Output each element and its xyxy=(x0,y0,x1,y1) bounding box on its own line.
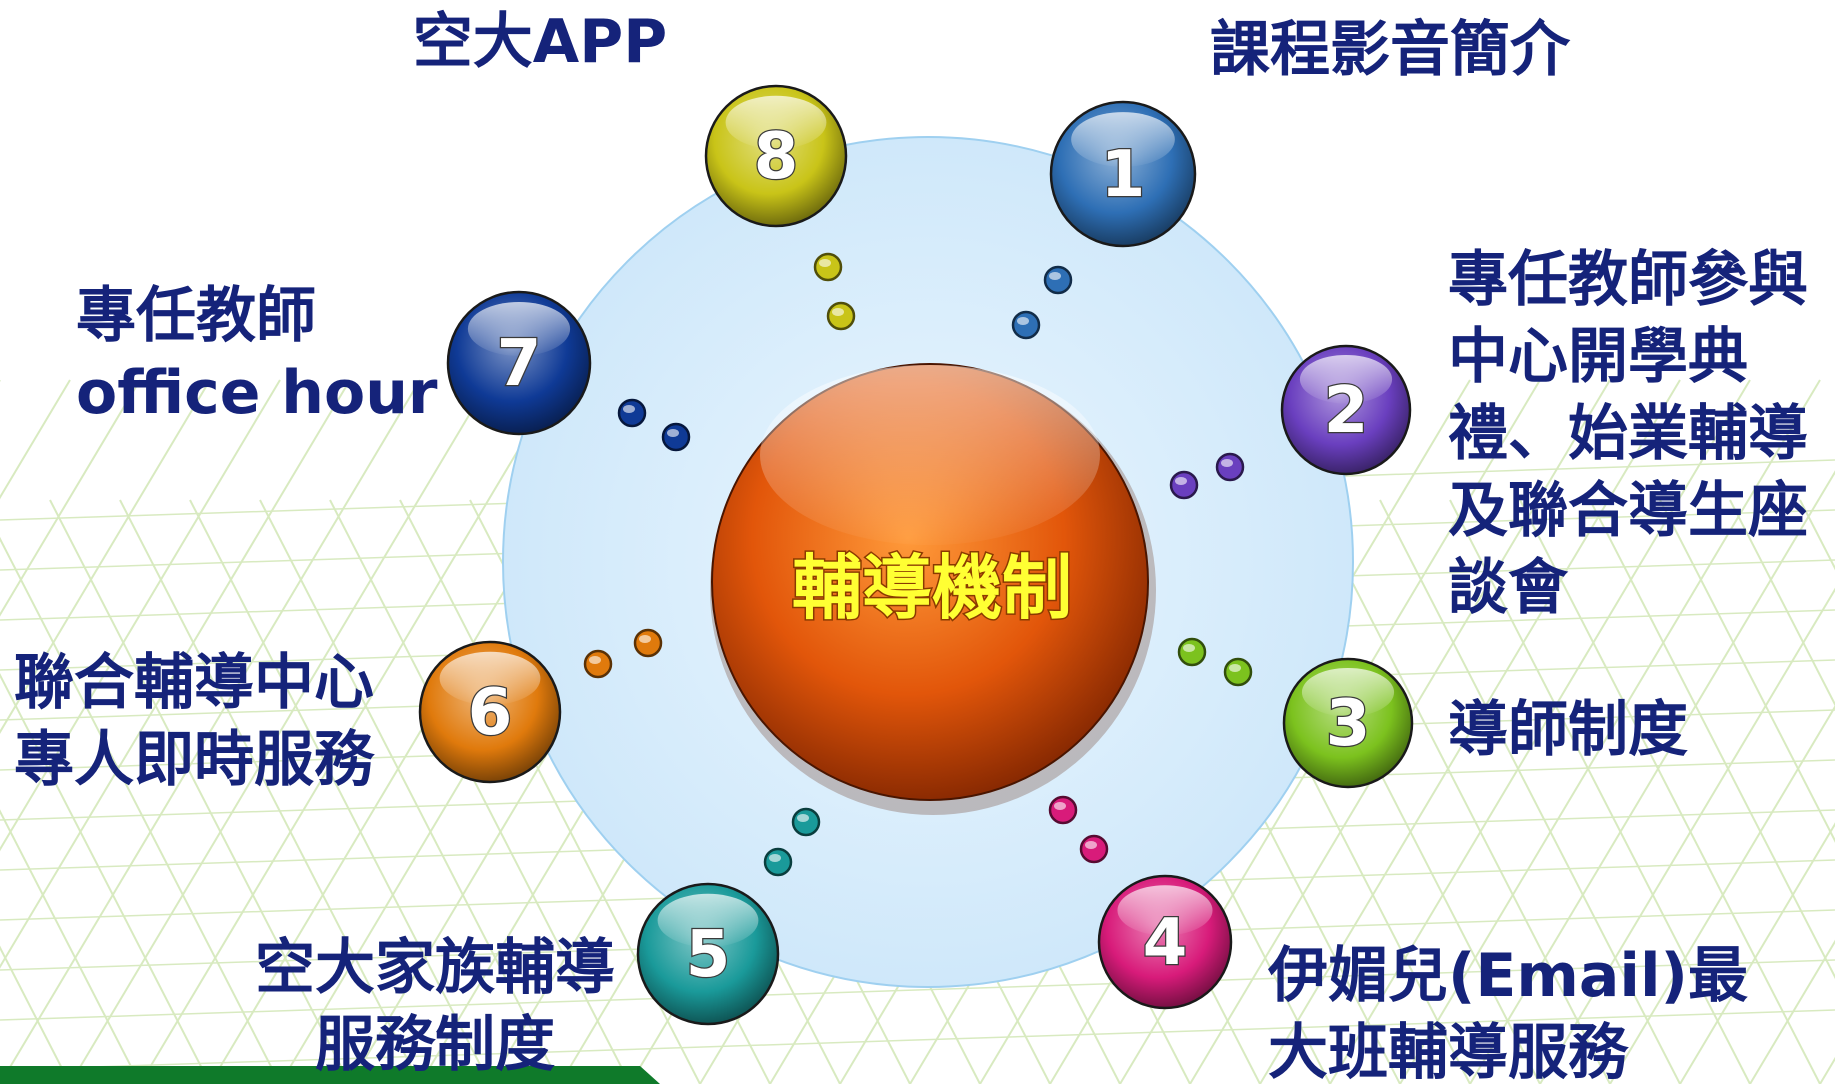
connector-dot-highlight xyxy=(1054,802,1066,810)
node-sphere-6: 6 xyxy=(418,640,562,784)
connector-dot-highlight xyxy=(589,656,601,664)
node-4-label-line: 大班輔導服務 xyxy=(1268,1018,1628,1084)
connector-dot-highlight xyxy=(639,635,651,643)
connector-dot-7 xyxy=(617,398,647,428)
connector-dot-8 xyxy=(826,301,856,331)
node-3-label-line: 導師制度 xyxy=(1448,695,1688,765)
connector-dot-highlight xyxy=(1085,841,1097,849)
node-2-label-line: 談會 xyxy=(1448,553,1568,623)
node-6-label-line: 專人即時服務 xyxy=(14,725,374,795)
connector-dot-3 xyxy=(1223,657,1253,687)
connector-dot-highlight xyxy=(1175,477,1187,485)
node-sphere-7: 7 xyxy=(446,290,592,436)
connector-dot-5 xyxy=(763,847,793,877)
node-8-label-line: 空大APP xyxy=(412,7,668,77)
node-sphere-1: 1 xyxy=(1049,100,1197,248)
connector-dot-6 xyxy=(633,628,663,658)
node-2-label: 專任教師參與 中心開學典 禮、始業輔導 及聯合導生座 談會 xyxy=(1448,242,1808,627)
connector-dot-highlight xyxy=(797,814,809,822)
node-number-6: 6 xyxy=(468,676,513,750)
node-1-label: 課程影音簡介 xyxy=(1160,12,1620,89)
node-6-label: 聯合輔導中心 專人即時服務 xyxy=(14,645,374,799)
node-6-label-line: 聯合輔導中心 xyxy=(14,648,374,718)
node-5-label-line: 空大家族輔導 xyxy=(255,933,615,1003)
node-sphere-8: 8 xyxy=(704,84,848,228)
node-8-label: 空大APP xyxy=(370,4,710,81)
connector-dots xyxy=(583,252,1253,877)
node-number-3: 3 xyxy=(1326,687,1371,761)
node-number-5: 5 xyxy=(686,918,731,992)
connector-dot-highlight xyxy=(819,259,831,267)
connector-dot-2 xyxy=(1169,470,1199,500)
center-sphere: 輔導機制 xyxy=(710,363,1156,815)
connector-dot-3 xyxy=(1177,637,1207,667)
node-2-label-line: 專任教師參與 xyxy=(1448,245,1808,315)
connector-dot-8 xyxy=(813,252,843,282)
connector-dot-6 xyxy=(583,649,613,679)
node-4-label: 伊媚兒(Email)最 大班輔導服務 xyxy=(1268,938,1748,1084)
node-7-label: 專任教師 office hour xyxy=(76,278,438,432)
node-5-label: 空大家族輔導 服務制度 xyxy=(220,930,650,1084)
node-spheres: 1 2 3 4 5 6 7 8 xyxy=(418,84,1414,1026)
connector-dot-2 xyxy=(1215,452,1245,482)
connector-dot-1 xyxy=(1043,265,1073,295)
node-sphere-2: 2 xyxy=(1280,344,1412,476)
footer-bar xyxy=(0,1066,660,1084)
node-5-label-line: 服務制度 xyxy=(315,1010,555,1080)
connector-dot-highlight xyxy=(1221,459,1233,467)
connector-dot-highlight xyxy=(1183,644,1195,652)
node-number-4: 4 xyxy=(1143,906,1188,980)
connector-dot-highlight xyxy=(1229,664,1241,672)
connector-dot-highlight xyxy=(667,429,679,437)
node-2-label-line: 中心開學典 xyxy=(1448,322,1748,392)
node-number-7: 7 xyxy=(497,327,542,401)
connector-dot-highlight xyxy=(769,854,781,862)
node-2-label-line: 及聯合導生座 xyxy=(1448,476,1808,546)
connector-dot-highlight xyxy=(1017,317,1029,325)
node-number-8: 8 xyxy=(754,120,799,194)
node-1-label-line: 課程影音簡介 xyxy=(1210,15,1570,85)
node-3-label: 導師制度 xyxy=(1448,692,1688,769)
connector-dot-highlight xyxy=(1049,272,1061,280)
node-7-label-line: office hour xyxy=(76,358,438,428)
node-2-label-line: 禮、始業輔導 xyxy=(1448,399,1808,469)
connector-dot-highlight xyxy=(832,308,844,316)
connector-dot-4 xyxy=(1048,795,1078,825)
node-4-label-line: 伊媚兒(Email)最 xyxy=(1268,941,1748,1011)
connector-dot-1 xyxy=(1011,310,1041,340)
node-sphere-5: 5 xyxy=(636,882,780,1026)
connector-dot-4 xyxy=(1079,834,1109,864)
node-sphere-3: 3 xyxy=(1282,657,1414,789)
node-number-2: 2 xyxy=(1324,374,1369,448)
node-sphere-4: 4 xyxy=(1097,874,1233,1010)
node-number-1: 1 xyxy=(1101,138,1146,212)
node-7-label-line: 專任教師 xyxy=(76,281,316,351)
connector-dot-5 xyxy=(791,807,821,837)
center-label: 輔導機制 xyxy=(792,547,1072,629)
connector-dot-highlight xyxy=(623,405,635,413)
connector-dot-7 xyxy=(661,422,691,452)
